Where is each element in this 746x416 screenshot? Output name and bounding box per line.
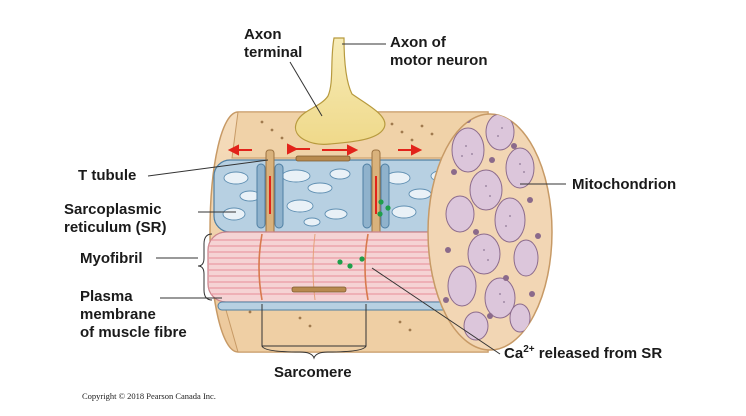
lower-sr: [217, 301, 469, 311]
label-mitochondrion: Mitochondrion: [572, 176, 676, 194]
label-t-tubule-text: T tubule: [78, 167, 137, 184]
label-calcium-released: Ca2+ released from SR: [504, 345, 662, 363]
fibre-cross-section: [427, 113, 553, 351]
label-myofibril: Myofibril: [80, 250, 143, 268]
myofibril: [207, 231, 469, 303]
label-sr-line1: Sarcoplasmic: [64, 201, 162, 218]
action-potential-arrows: [227, 143, 423, 156]
label-t-tubule: T tubule: [78, 167, 136, 185]
leader-lines: [147, 43, 566, 355]
label-plasma-membrane: Plasma membrane of muscle fibre: [80, 288, 187, 342]
label-axon-motor-line2: motor neuron: [390, 52, 488, 69]
label-mitochondrion-text: Mitochondrion: [572, 176, 677, 193]
axon-of-motor-neuron: [294, 37, 386, 145]
label-ca-prefix: Ca: [504, 345, 524, 362]
label-ca-suffix: released from SR: [534, 345, 663, 362]
label-plasma-line2: membrane: [80, 306, 156, 323]
label-sr-line2: reticulum (SR): [64, 219, 167, 236]
label-sarcomere-text: Sarcomere: [274, 364, 352, 381]
label-axon-motor-line1: Axon of: [390, 34, 446, 51]
surface-ridges: [291, 155, 351, 293]
label-axon-motor-neuron: Axon of motor neuron: [390, 34, 488, 70]
label-axon-terminal-line2: terminal: [244, 44, 303, 61]
label-sarcomere: Sarcomere: [274, 364, 352, 382]
sarcomere-bracket: [261, 304, 367, 360]
label-sarcoplasmic-reticulum: Sarcoplasmic reticulum (SR): [64, 201, 167, 237]
copyright-notice: Copyright © 2018 Pearson Canada Inc.: [82, 391, 216, 401]
myofibril-bracket: [197, 233, 213, 301]
t-tubule-red-markers: [269, 176, 377, 214]
label-plasma-line3: of muscle fibre: [80, 324, 187, 341]
myofibril-ends: [445, 114, 539, 341]
calcium-ions: [337, 199, 391, 269]
label-myofibril-text: Myofibril: [80, 250, 143, 267]
label-axon-terminal-line1: Axon: [244, 26, 282, 43]
label-plasma-line1: Plasma: [80, 288, 133, 305]
label-axon-terminal: Axon terminal: [244, 26, 302, 62]
sarcoplasmic-reticulum: [213, 159, 477, 233]
label-ca-superscript: 2+: [523, 344, 535, 355]
